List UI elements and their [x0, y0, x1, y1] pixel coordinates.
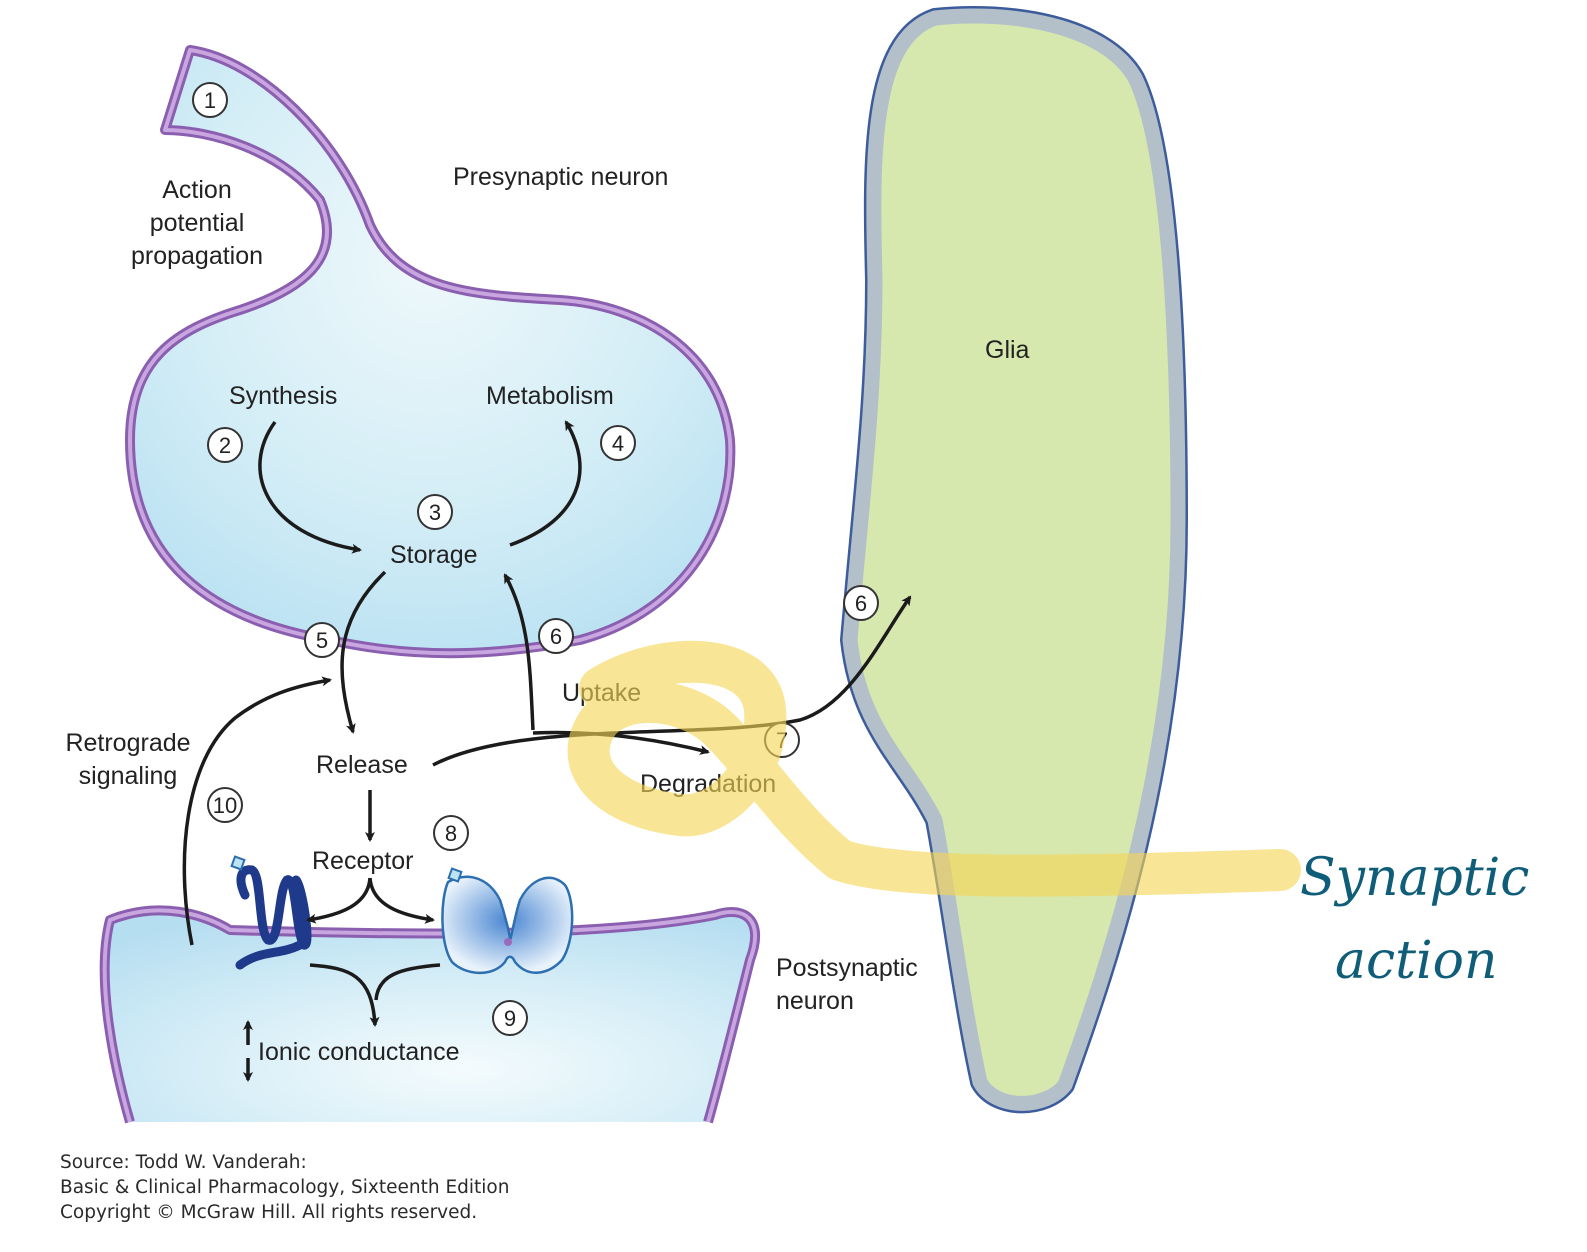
arrow-uptake-to-storage [503, 573, 535, 731]
step-6-uptake: 6 [550, 624, 562, 649]
handwritten-annotation: Synaptic action [1300, 848, 1529, 991]
label-metabolism: Metabolism [486, 382, 614, 410]
highlighter-stroke [567, 640, 1301, 897]
arrow-to-degradation [532, 730, 710, 755]
glia-cell [840, 6, 1188, 1114]
step-1: 1 [204, 88, 216, 113]
annotation-line-2: action [1335, 931, 1497, 991]
step-markers: 1 2 3 4 5 6 6 7 8 9 10 [192, 82, 879, 1036]
label-receptor: Receptor [312, 847, 413, 875]
presynaptic-neuron [125, 45, 736, 659]
label-action-line-2: potential [150, 209, 245, 237]
source-line-3: Copyright © McGraw Hill. All rights rese… [60, 1202, 478, 1223]
step-2: 2 [219, 433, 231, 458]
annotation-line-1: Synaptic [1300, 848, 1529, 908]
source-citation: Source: Todd W. Vanderah: Basic & Clinic… [60, 1150, 509, 1225]
arrow-receptor-left [306, 877, 372, 924]
label-ionic-conductance: Ionic conductance [258, 1038, 460, 1066]
step-10: 10 [213, 793, 237, 818]
step-9: 9 [504, 1006, 516, 1031]
label-retrograde-line-1: Retrograde [65, 729, 190, 757]
postsynaptic-neuron [99, 905, 760, 1124]
arrow-synthesis-to-storage [258, 420, 362, 554]
metabotropic-receptor [230, 855, 312, 970]
ionotropic-receptor [441, 867, 574, 975]
source-line-2: Basic & Clinical Pharmacology, Sixteenth… [60, 1177, 510, 1198]
label-synthesis: Synthesis [229, 382, 337, 410]
label-postsynaptic-line-1: Postsynaptic [776, 954, 918, 982]
source-line-1: Source: Todd W. Vanderah: [60, 1152, 307, 1173]
diagram-labels: Presynaptic neuron Action potential prop… [65, 163, 1029, 1066]
arrow-retrograde [182, 676, 332, 946]
label-storage: Storage [390, 541, 478, 569]
arrow-ionic-merge [374, 963, 441, 1001]
label-glia: Glia [985, 336, 1030, 364]
arrow-to-ionic [309, 963, 380, 1027]
label-release: Release [316, 751, 408, 779]
label-action-line-1: Action [162, 176, 231, 204]
label-postsynaptic-line-2: neuron [776, 987, 854, 1015]
step-3: 3 [429, 500, 441, 525]
arrow-storage-to-metabolism [509, 420, 582, 547]
step-8: 8 [445, 821, 457, 846]
step-6-glia: 6 [855, 591, 867, 616]
label-action-line-3: propagation [131, 242, 263, 270]
arrow-receptor-right [368, 877, 435, 924]
step-5: 5 [316, 628, 328, 653]
step-4: 4 [612, 431, 624, 456]
arrow-storage-to-release [340, 570, 387, 734]
label-retrograde-line-2: signaling [79, 762, 178, 790]
label-presynaptic-neuron: Presynaptic neuron [453, 163, 668, 191]
